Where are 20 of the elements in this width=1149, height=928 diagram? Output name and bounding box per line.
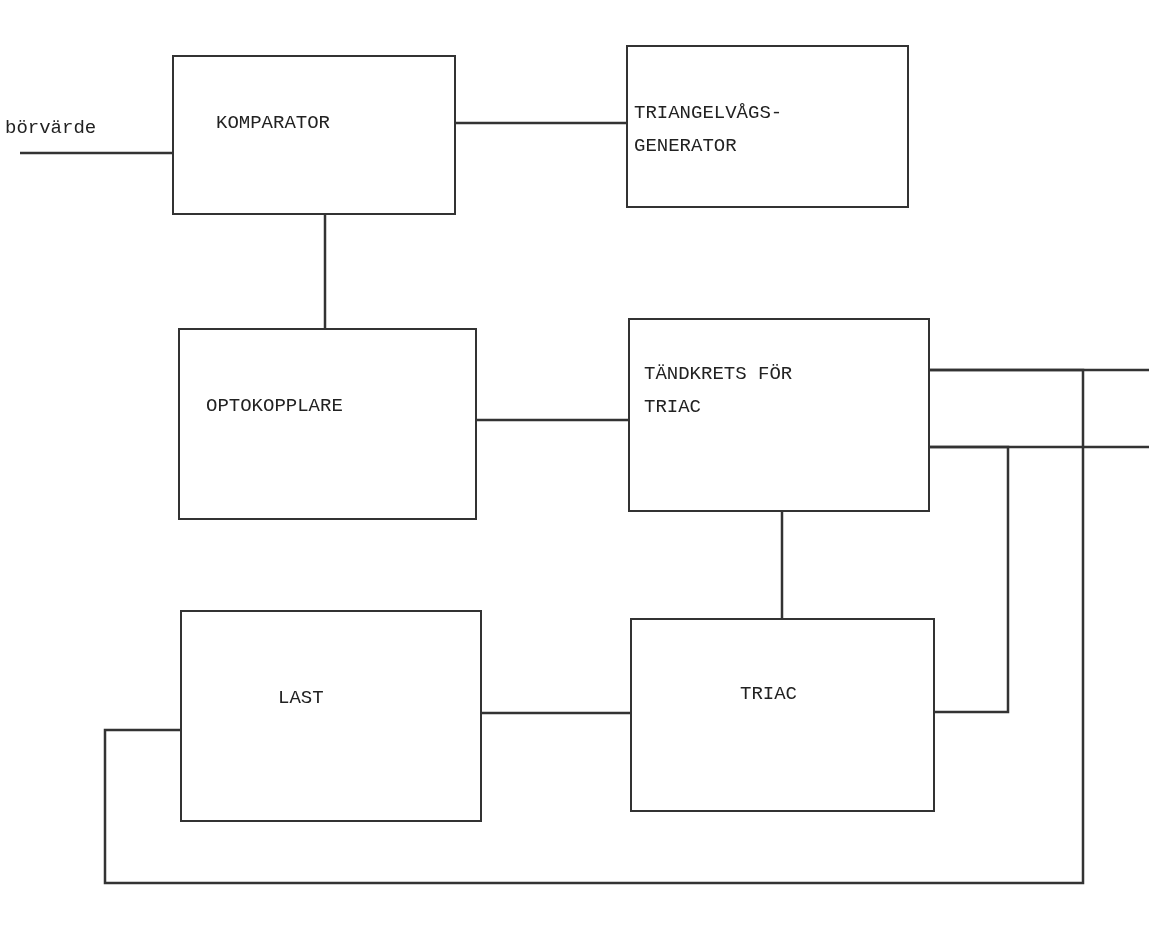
block-box — [172, 55, 456, 215]
block-box — [630, 618, 935, 812]
block-label: OPTOKOPPLARE — [206, 394, 344, 419]
block-box — [178, 328, 477, 520]
block-label: TÄNDKRETS FÖR TRIAC — [644, 362, 794, 421]
connector-line — [323, 215, 327, 328]
connector-line — [20, 151, 172, 155]
connector-line — [482, 711, 630, 715]
block-label: TRIAC — [740, 682, 798, 707]
connector-line — [477, 418, 628, 422]
connector-line — [780, 512, 784, 618]
block-label: KOMPARATOR — [216, 111, 332, 136]
connector-line — [103, 368, 1085, 885]
block-box — [626, 45, 909, 208]
block-box — [180, 610, 482, 822]
connector-line — [456, 121, 626, 125]
connector-line — [930, 445, 1010, 714]
block-box — [628, 318, 930, 512]
block-label: TRIANGELVÅGS- GENERATOR — [634, 101, 784, 160]
block-label: LAST — [278, 686, 325, 711]
